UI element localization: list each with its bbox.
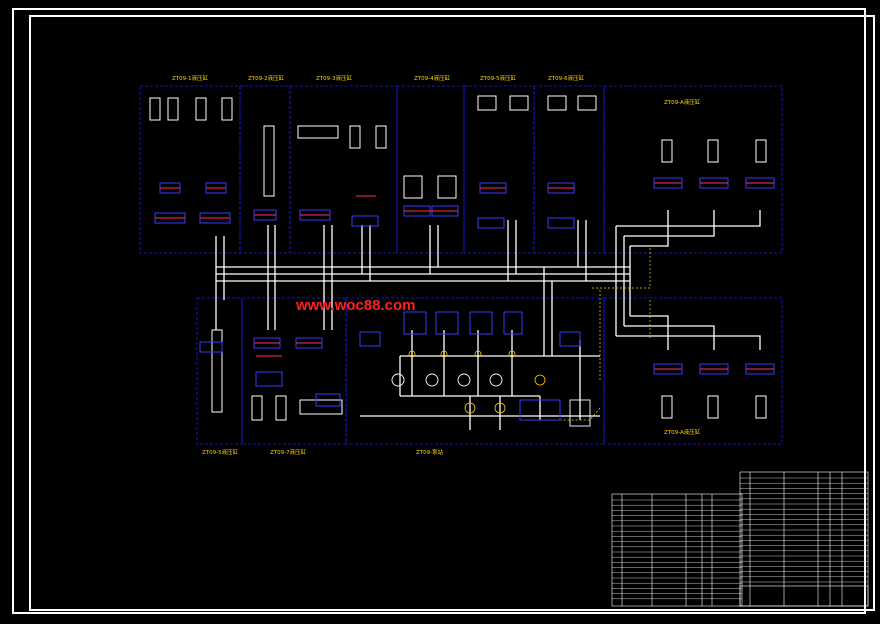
label-bottom-3: ZT09-泵站 — [416, 448, 444, 456]
parts-list-table-left — [611, 493, 743, 607]
label-top-6: ZT09-6液压缸 — [548, 74, 585, 82]
pump-motors — [391, 373, 591, 427]
label-top-2: ZT09-2液压缸 — [248, 74, 285, 82]
drawing-border-inner — [29, 15, 875, 611]
top-section-frames — [139, 85, 783, 254]
label-top-4: ZT09-4液压缸 — [414, 74, 451, 82]
check-valves — [408, 350, 546, 414]
label-top-1: ZT09-1液压缸 — [172, 74, 209, 82]
watermark: www.woc88.com — [295, 297, 415, 314]
pilot-lines — [560, 248, 651, 421]
label-top-3: ZT09-3液压缸 — [316, 74, 353, 82]
label-bottom-2: ZT09-7液压缸 — [270, 448, 307, 456]
label-bottom-1: ZT09-5液压缸 — [202, 448, 239, 456]
valves — [154, 177, 775, 421]
label-top-5: ZT09-5液压缸 — [480, 74, 517, 82]
pipe-network — [215, 210, 761, 430]
valve-accents — [155, 182, 774, 370]
parts-list-table-right — [739, 471, 869, 607]
bottom-section-frames — [196, 297, 783, 445]
parts-list-left-rows — [612, 499, 742, 599]
label-bottom-right: ZT09-A液压缸 — [664, 428, 701, 436]
section-labels: ZT09-1液压缸 ZT09-2液压缸 ZT09-3液压缸 ZT09-4液压缸 … — [172, 74, 701, 456]
parts-list-right-rows — [740, 477, 868, 583]
label-top-right: ZT09-A液压缸 — [664, 98, 701, 106]
cylinders — [149, 95, 767, 421]
drawing-border-outer — [12, 8, 866, 614]
